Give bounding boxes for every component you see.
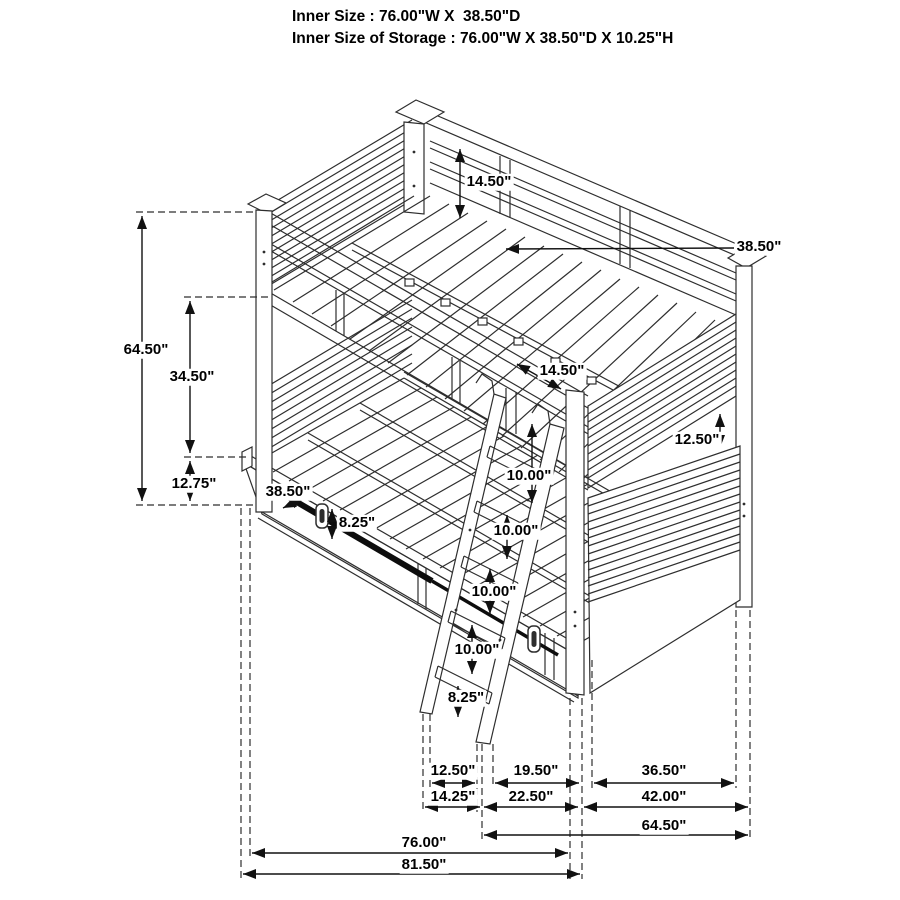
dim-ladder-step-1: 10.00" [504,466,554,485]
inner-size-title: Inner Size : 76.00"W X 38.50"D [292,8,521,26]
front-post [565,389,585,696]
dim-lower-bed-depth: 38.50" [263,482,313,501]
upper-front-rail [261,195,591,491]
dim-bottom-22-50: 22.50" [506,787,556,806]
left-post [246,193,288,513]
lower-foot-panel [587,445,741,695]
lower-head-panel [257,299,413,456]
upper-rear-guard-rail [423,109,747,316]
dim-ladder-bottom-step: 8.25" [445,688,487,707]
dim-overall-height: 64.50" [121,340,171,359]
dim-bunk-spacing: 34.50" [167,367,217,386]
dim-ladder-step-3: 10.00" [469,582,519,601]
ladder [419,373,565,745]
drawer-handle [527,625,541,653]
back-post [394,99,446,215]
dim-upper-bed-length: 64.50" [639,816,689,835]
dim-bottom-19-50: 19.50" [511,761,561,780]
drawer-handle [315,503,329,529]
dim-bottom-12-50: 12.50" [428,761,478,780]
upper-head-guard-panel [257,119,413,293]
dim-bottom-42-00: 42.00" [639,787,689,806]
dim-bottom-36-50: 36.50" [639,761,689,780]
dim-ladder-step-4: 10.00" [452,640,502,659]
dim-ladder-step-2: 10.00" [491,521,541,540]
dim-upper-bed-depth: 38.50" [734,237,784,256]
dim-side-rail-gap: 12.50" [672,430,722,449]
dim-bottom-14-25: 14.25" [428,787,478,806]
upper-foot-panel [587,312,737,490]
dim-bunk-gap: 14.50" [537,361,587,380]
inner-storage-size-title: Inner Size of Storage : 76.00"W X 38.50"… [292,30,674,48]
dim-overall-width: 81.50" [399,855,449,874]
dim-inner-width: 76.00" [399,833,449,852]
dim-guard-rail-height: 14.50" [464,172,514,191]
dim-base-height: 12.75" [169,474,219,493]
dim-drawer-face-height: 8.25" [336,513,378,532]
